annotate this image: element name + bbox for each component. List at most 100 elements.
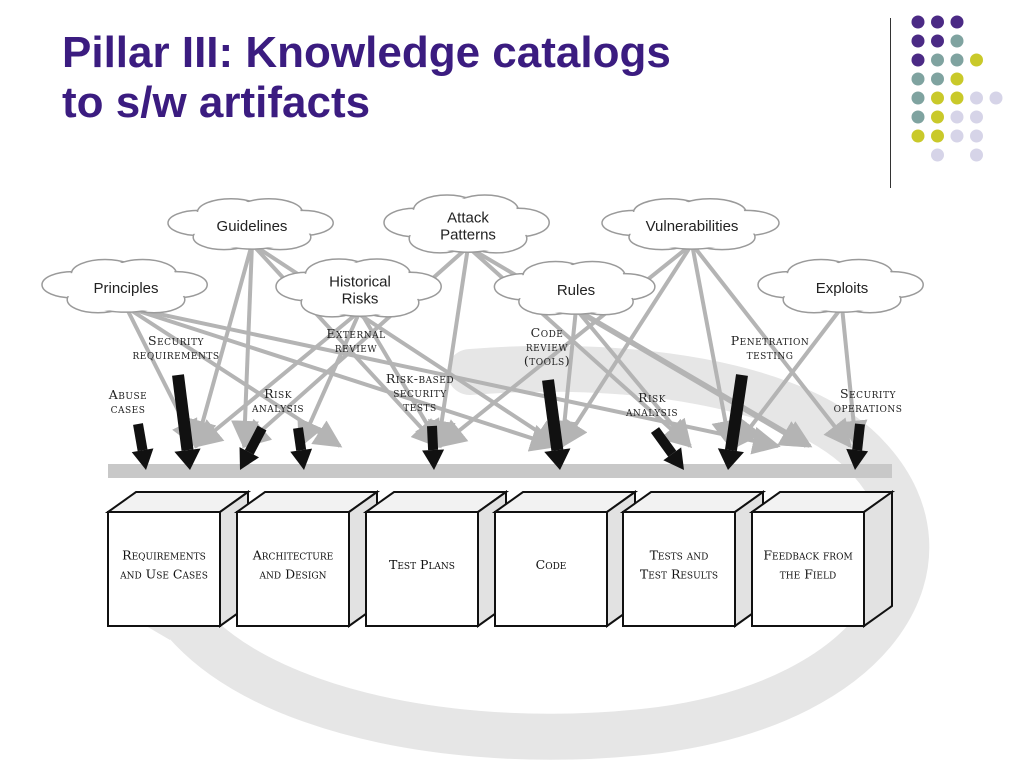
label-line: and Use Cases xyxy=(119,567,208,582)
label-line: Guidelines xyxy=(217,218,288,235)
decor-dot xyxy=(970,91,983,105)
box-front xyxy=(494,511,608,627)
decor-dot xyxy=(970,148,983,162)
lifecycle-swirl xyxy=(126,345,930,760)
activity-arrow-shaft xyxy=(650,427,677,457)
knowledge-cloud-rules: Rules xyxy=(493,260,656,316)
label-line: security xyxy=(393,385,447,400)
knowledge-cloud-guidelines: Guidelines xyxy=(167,197,334,251)
activity-arrow-head xyxy=(846,448,869,470)
cloud-fill xyxy=(794,271,890,311)
decor-dot xyxy=(950,91,964,105)
slide-title-line-2: to s/w artifacts xyxy=(62,78,371,127)
knowledge-arrow xyxy=(550,308,579,449)
box-front xyxy=(107,511,221,627)
activity-arrow-shaft xyxy=(542,379,564,451)
decor-dot xyxy=(911,110,925,124)
decor-dot xyxy=(950,129,964,143)
label-line: Risk xyxy=(638,390,666,405)
knowledge-arrow xyxy=(297,310,362,449)
decor-dot xyxy=(970,110,983,124)
activity-arrow-shaft xyxy=(293,427,307,451)
label-line: requirements xyxy=(132,347,219,362)
decor-dot xyxy=(950,72,964,86)
decor-dot xyxy=(911,15,925,29)
label-line: Risks xyxy=(342,291,379,308)
knowledge-arrow xyxy=(839,306,868,449)
label-line: Patterns xyxy=(440,227,496,244)
decor-dot xyxy=(931,148,944,162)
cloud-fill xyxy=(641,210,743,248)
activity-arrow-head xyxy=(422,449,445,470)
label-line: Requirements xyxy=(122,548,206,563)
decor-dot xyxy=(950,53,964,67)
activity-arrow-shaft xyxy=(244,425,267,455)
knowledge-arrow xyxy=(427,246,470,449)
label-line: Principles xyxy=(93,280,158,297)
cloud-fill xyxy=(78,271,174,311)
lifecycle-band xyxy=(108,464,892,478)
svg-text:Principles: Principles xyxy=(93,280,158,297)
box-front xyxy=(751,511,865,627)
knowledge-arrow xyxy=(437,242,694,448)
box-side xyxy=(863,490,893,628)
knowledge-cloud-vulnerabilities: Vulnerabilities xyxy=(601,197,780,251)
decor-dot xyxy=(970,129,983,143)
decor-dot xyxy=(931,34,944,48)
knowledge-arrow xyxy=(690,242,852,449)
svg-text:Code: Code xyxy=(536,557,567,572)
activity-arrow-head xyxy=(131,448,154,470)
decor-dot xyxy=(950,110,964,124)
label-line: Penetration xyxy=(731,333,810,348)
knowledge-cloud-exploits: Exploits xyxy=(757,258,924,314)
label-line: Code xyxy=(536,557,567,572)
decor-dot xyxy=(911,53,925,67)
decor-dot xyxy=(911,91,925,105)
label-line: Historical xyxy=(329,274,391,291)
label-line: Test Plans xyxy=(389,557,455,572)
decor-dot xyxy=(911,129,925,143)
label-line: testing xyxy=(747,347,794,362)
box-front xyxy=(622,511,736,627)
decor-dot xyxy=(950,34,964,48)
activity-arrow-head xyxy=(717,448,744,470)
knowledge-arrow xyxy=(193,309,362,448)
knowledge-arrow xyxy=(574,307,813,448)
label-line: analysis xyxy=(625,404,678,419)
cloud-fill xyxy=(420,208,516,251)
svg-text:Exploits: Exploits xyxy=(816,280,869,297)
slide-title: Pillar III: Knowledge catalogs to s/w ar… xyxy=(62,28,862,128)
label-line: Exploits xyxy=(816,280,869,297)
label-line: Security xyxy=(840,386,896,401)
decor-dot xyxy=(970,53,983,67)
activity-arrow-shaft xyxy=(852,423,865,451)
title-divider xyxy=(890,18,891,188)
label-line: review xyxy=(335,340,377,355)
svg-text:Test Plans: Test Plans xyxy=(389,557,455,572)
cloud-fill xyxy=(529,273,623,313)
slide-title-line-1: Pillar III: Knowledge catalogs xyxy=(62,28,671,77)
decor-dot xyxy=(931,15,944,29)
label-line: Security xyxy=(148,333,204,348)
decor-dot xyxy=(989,91,1003,105)
